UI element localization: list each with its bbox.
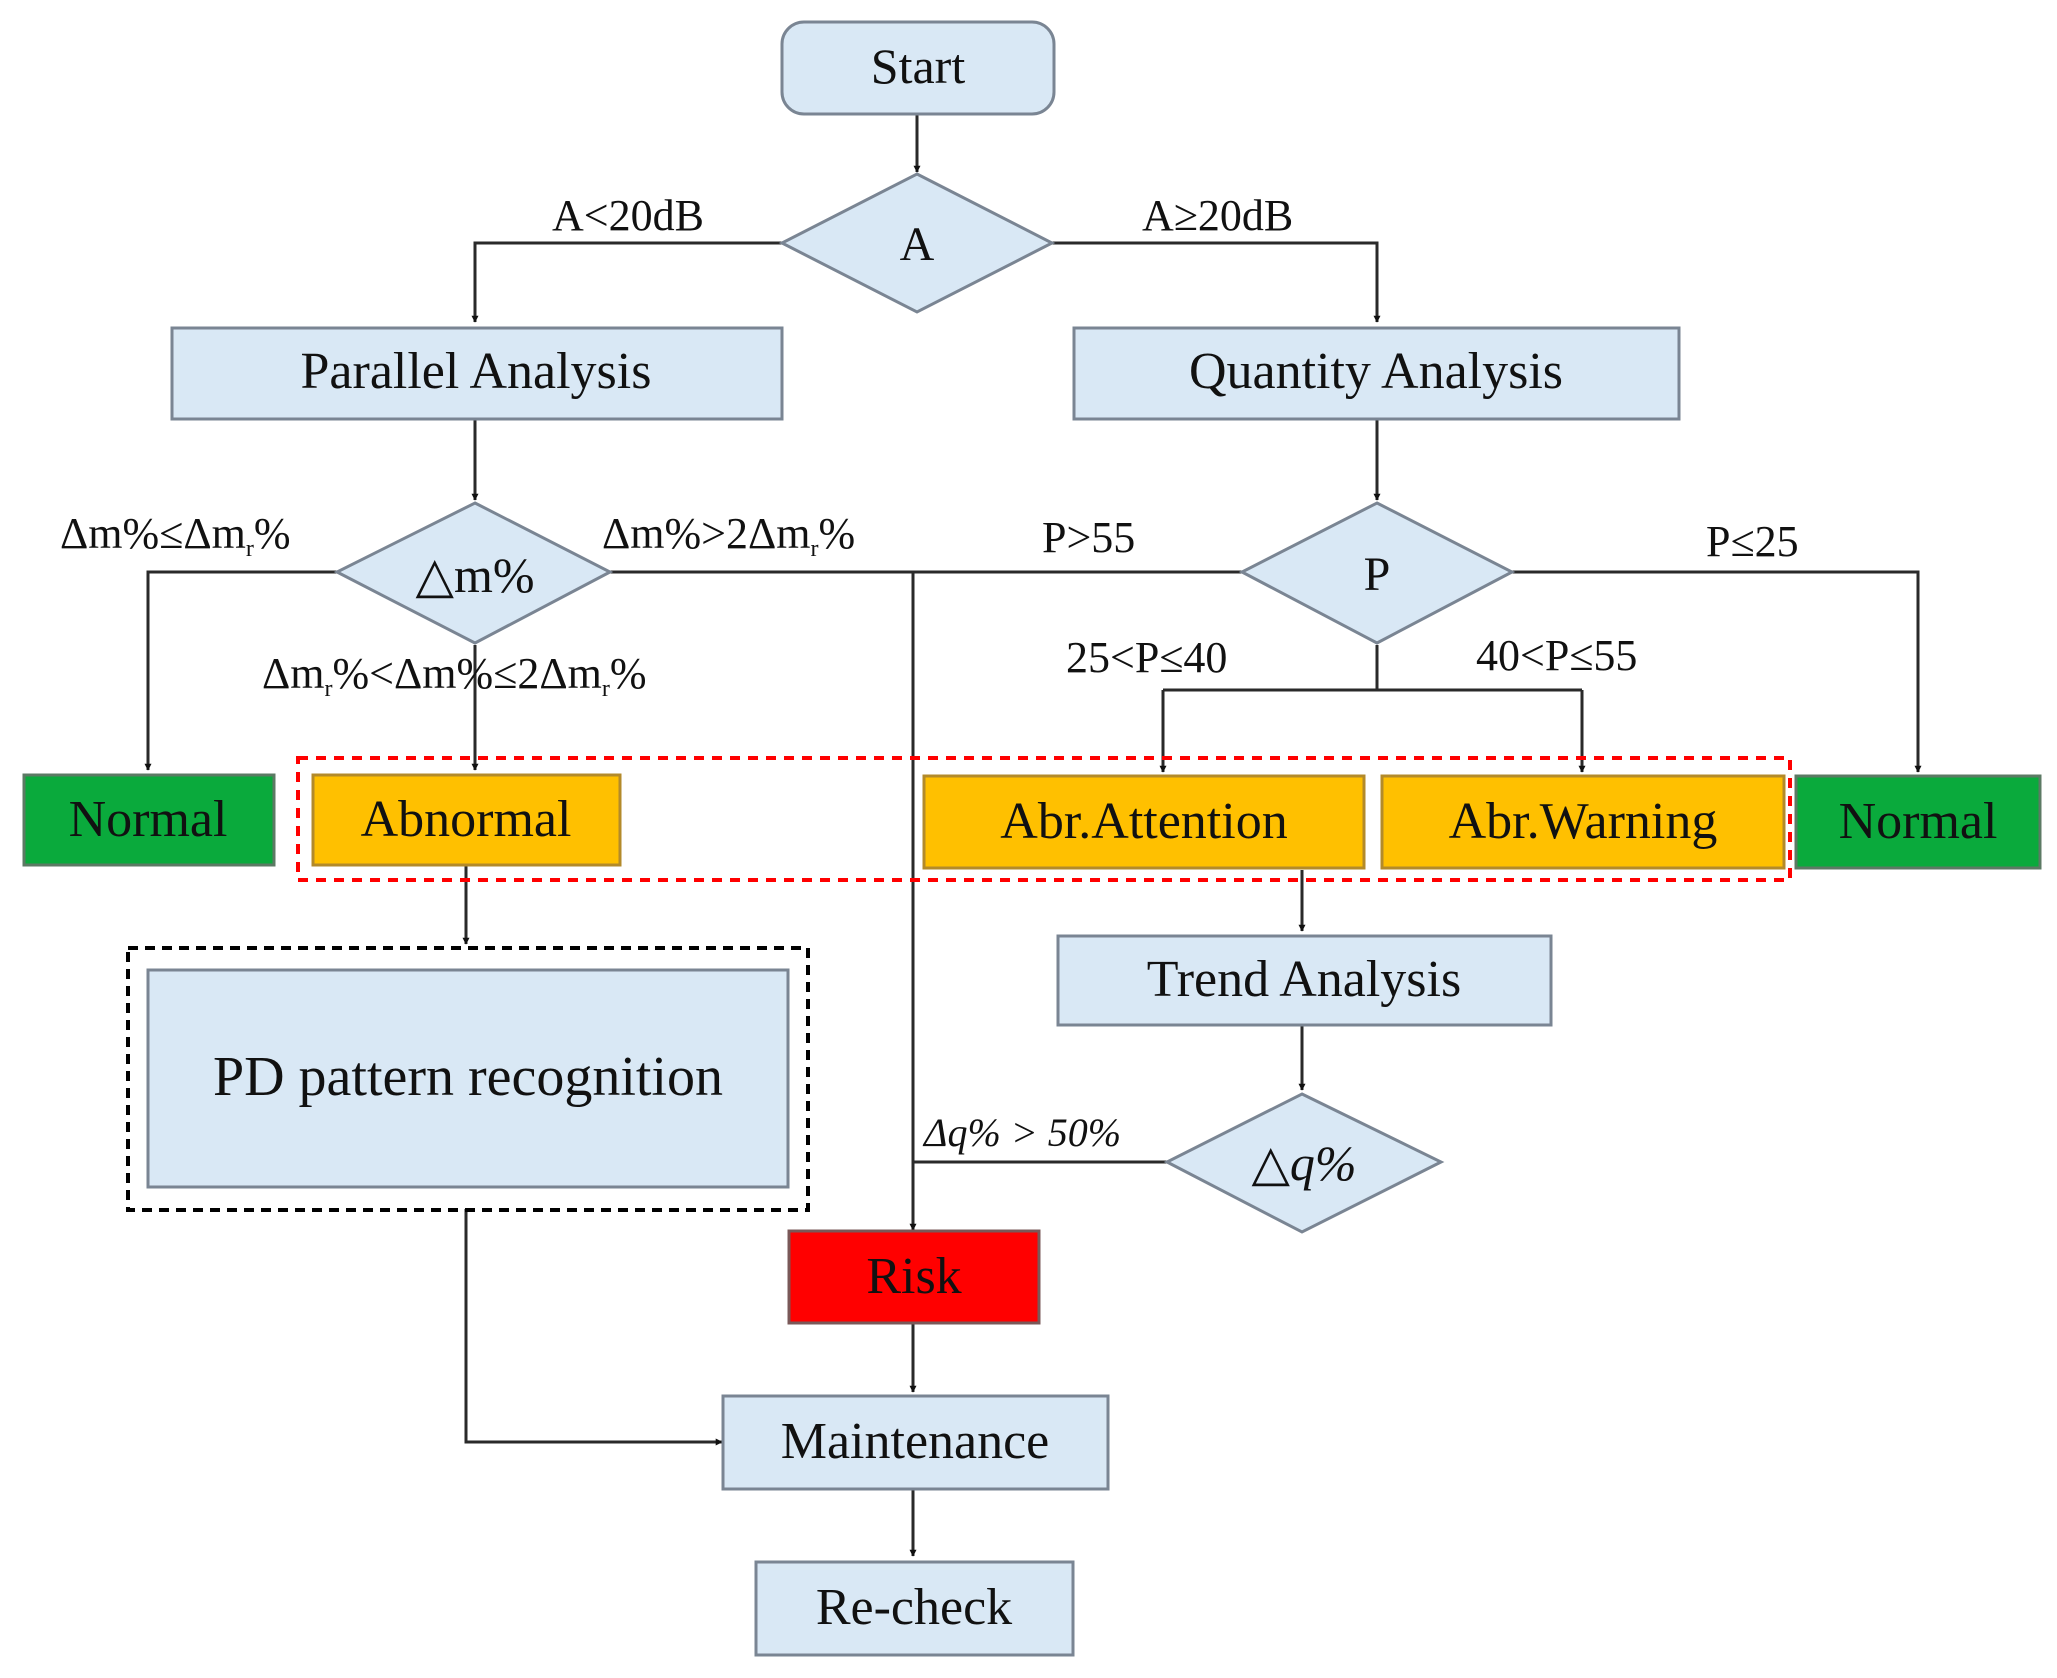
abr-warning-node: Abr.Warning: [1380, 774, 1786, 870]
risk-node: Risk: [787, 1229, 1041, 1325]
start-node: Start: [780, 20, 1056, 116]
recheck-label: Re-check: [816, 1579, 1012, 1636]
normal-left-label: Normal: [69, 791, 228, 848]
pd-pattern-label: PD pattern recognition: [213, 1046, 723, 1108]
quantity-analysis-label: Quantity Analysis: [1189, 343, 1563, 400]
parallel-analysis-node: Parallel Analysis: [170, 326, 784, 421]
decision-a-label: A: [900, 218, 935, 271]
label-a-high: A≥20dB: [1142, 191, 1293, 240]
edge-p-to-normal: [1512, 570, 1922, 773]
abr-attention-label: Abr.Attention: [1000, 793, 1287, 850]
label-dm-mid: Δmr%<Δm%≤2Δmr%: [262, 649, 647, 702]
abr-attention-node: Abr.Attention: [922, 774, 1366, 870]
trend-analysis-label: Trend Analysis: [1147, 951, 1461, 1008]
decision-a: A: [778, 172, 1056, 314]
maintenance-node: Maintenance: [721, 1394, 1110, 1491]
normal-left-node: Normal: [22, 773, 276, 867]
abnormal-node: Abnormal: [311, 773, 622, 867]
abr-warning-label: Abr.Warning: [1449, 793, 1718, 850]
label-a-low: A<20dB: [552, 191, 704, 240]
label-p-40-55: 40<P≤55: [1476, 631, 1637, 680]
edge-a-to-quantity: [1052, 241, 1381, 323]
risk-label: Risk: [866, 1248, 961, 1305]
pd-group-outline: [126, 946, 810, 1212]
start-label: Start: [871, 38, 966, 94]
pd-pattern-node: PD pattern recognition: [146, 968, 790, 1189]
recheck-node: Re-check: [754, 1560, 1075, 1657]
decision-dm: △m%: [333, 501, 614, 645]
quantity-analysis-node: Quantity Analysis: [1072, 326, 1681, 421]
decision-dq: △q%: [1163, 1092, 1445, 1234]
label-p-gt55: P>55: [1042, 513, 1135, 562]
decision-dm-label: △m%: [416, 547, 535, 603]
edge-a-to-parallel: [471, 241, 782, 323]
edge-labels: A<20dB A≥20dB Δm%≤Δmr% Δm%>2Δmr% Δmr%<Δm…: [60, 191, 1799, 1155]
decision-dq-label: △q%: [1251, 1135, 1356, 1191]
parallel-analysis-label: Parallel Analysis: [301, 343, 652, 400]
decision-p-label: P: [1364, 548, 1391, 601]
label-dq-gt50: Δq% > 50%: [922, 1110, 1121, 1155]
edge-dm-to-normal: [144, 570, 337, 771]
edge-pd-to-maintenance: [464, 1209, 723, 1446]
maintenance-label: Maintenance: [781, 1413, 1050, 1470]
label-dm-low: Δm%≤Δmr%: [60, 509, 291, 562]
abnormal-label: Abnormal: [361, 791, 572, 848]
label-p-le25: P≤25: [1706, 517, 1799, 566]
normal-right-node: Normal: [1794, 774, 2042, 870]
abnormal-group-outline: [296, 756, 1792, 882]
trend-analysis-node: Trend Analysis: [1056, 934, 1553, 1027]
label-p-25-40: 25<P≤40: [1066, 633, 1227, 682]
normal-right-label: Normal: [1839, 793, 1998, 850]
label-dm-high: Δm%>2Δmr%: [602, 509, 855, 562]
decision-p: P: [1238, 501, 1516, 645]
